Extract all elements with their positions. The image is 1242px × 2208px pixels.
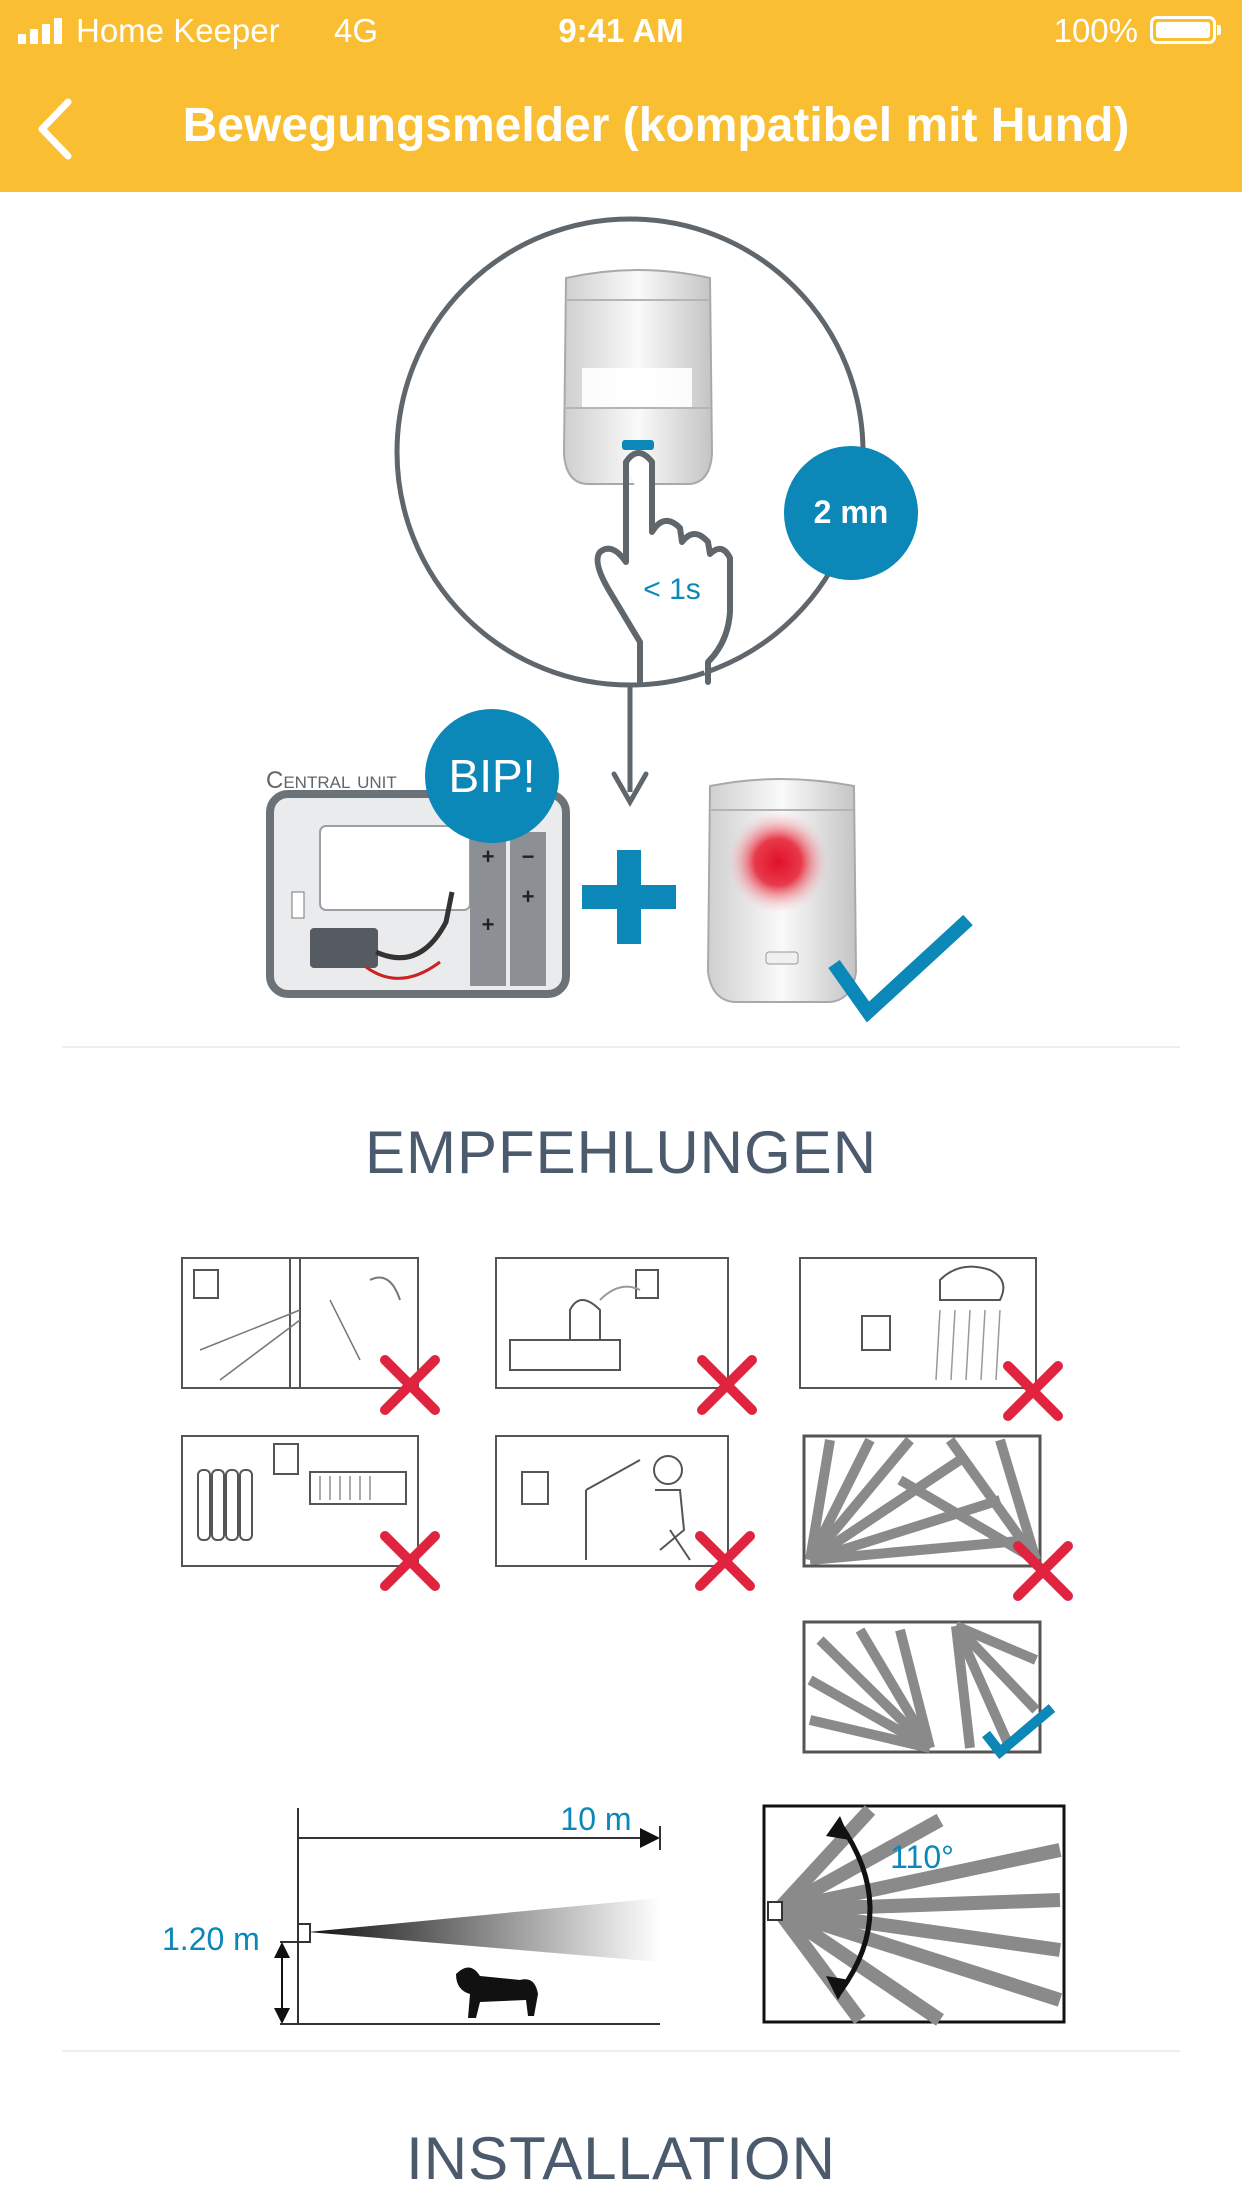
beep-label: BIP!: [449, 750, 536, 802]
no-window-sunlight-panel: [181, 1257, 435, 1410]
checkmark-icon: [828, 914, 973, 1023]
angle-label: 110°: [890, 1839, 954, 1875]
timer-badge: [784, 446, 918, 580]
back-button[interactable]: [30, 94, 90, 164]
no-radiator-panel: [181, 1435, 435, 1586]
motion-detector-image: [562, 269, 714, 485]
beep-badge: [425, 709, 559, 843]
no-outdoor-rain-panel: [799, 1257, 1058, 1416]
svg-text:+: +: [482, 844, 495, 869]
clock: 9:41 AM: [558, 12, 684, 49]
cross-icon: [1018, 1546, 1068, 1596]
installation-heading: INSTALLATION: [406, 2125, 836, 2192]
battery-percentage: 100%: [1053, 12, 1138, 49]
battery-icon: [1150, 16, 1221, 44]
hand-press-icon: [594, 450, 733, 685]
page-title: Bewegungsmelder (kompatibel mit Hund): [182, 99, 1130, 152]
detection-angle-diagram: 110°: [762, 1804, 1066, 2026]
svg-text:−: −: [522, 844, 535, 869]
installation-specs-illustration: 10 m 1.20 m 110°: [162, 1801, 1066, 2026]
dog-icon: [456, 1967, 538, 2018]
timer-badge-label: 2 mn: [814, 494, 889, 530]
arrow-down-icon: [611, 771, 649, 808]
mount-height-label: 1.20 m: [162, 1921, 260, 1957]
correct-placement-panel: [802, 1620, 1056, 1760]
signal-bars-icon: [18, 18, 66, 44]
chevron-left-icon: [38, 98, 72, 160]
range-height-diagram: 10 m 1.20 m: [162, 1801, 661, 2025]
central-unit-image: + − + +: [266, 790, 570, 998]
recommendations-grid: [181, 1257, 1242, 1760]
no-wrong-angle-panel: [802, 1434, 1068, 1596]
svg-text:+: +: [482, 912, 495, 937]
checkmark-icon: [982, 1704, 1056, 1760]
section-divider: [62, 1046, 1180, 1048]
detector-confirmed-image: [706, 778, 858, 1003]
svg-text:+: +: [522, 884, 535, 909]
network-type: 4G: [334, 12, 379, 49]
press-duration-label: < 1s: [643, 573, 701, 606]
app-header: Home Keeper 4G 9:41 AM 100% Bewegungsmel…: [0, 0, 1242, 192]
central-unit-label: Central unit: [266, 767, 397, 794]
pairing-illustration: < 1s 2 mn Central unit + − + + BIP!: [266, 216, 973, 1023]
plus-icon: [582, 850, 676, 944]
no-obstacle-panel: [495, 1435, 750, 1586]
recommendations-heading: EMPFEHLUNGEN: [364, 1119, 878, 1186]
status-bar: Home Keeper 4G 9:41 AM 100%: [0, 0, 1242, 64]
carrier-name: Home Keeper: [76, 12, 280, 49]
section-divider: [62, 2050, 1180, 2052]
range-label: 10 m: [560, 1801, 631, 1837]
arrow-right-icon: [640, 1828, 660, 1848]
no-heat-source-panel: [495, 1257, 752, 1410]
